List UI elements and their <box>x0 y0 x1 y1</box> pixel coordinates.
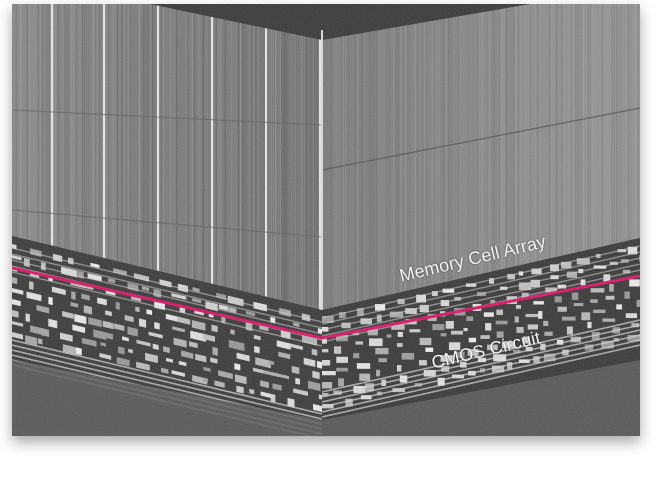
boundary-line <box>12 266 640 340</box>
sem-grain-overlay <box>12 4 640 436</box>
